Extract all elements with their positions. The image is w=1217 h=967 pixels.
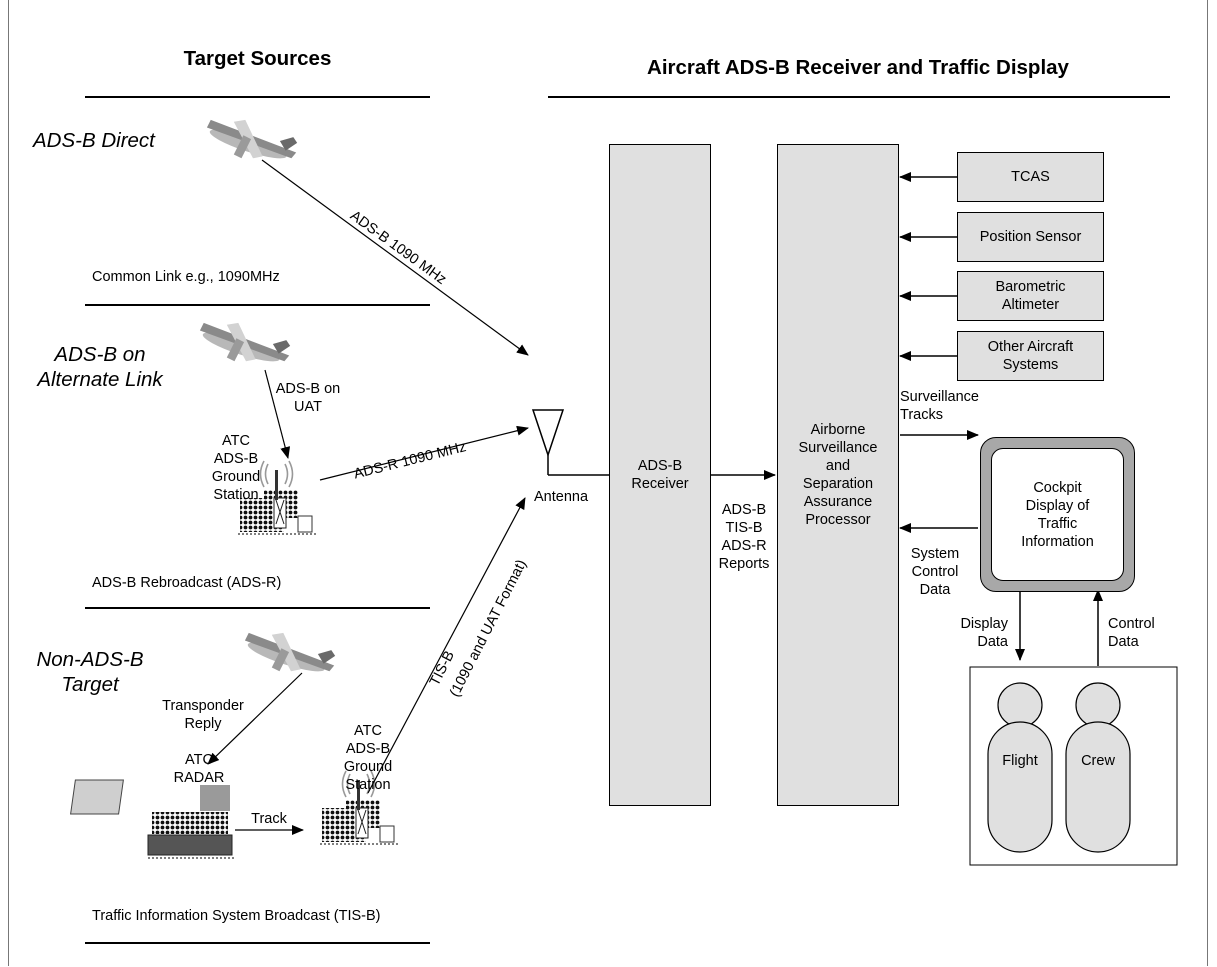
label-flight: Flight [1002, 753, 1038, 769]
processor-box: Airborne Surveillance and Separation Ass… [777, 144, 899, 806]
label-ground-station-2: ATC ADS-B Ground Station [343, 723, 393, 793]
category-adsb-alternate: ADS-B on Alternate Link [37, 343, 163, 391]
caption-common-link: Common Link e.g., 1090MHz [92, 269, 280, 285]
aircraft-icon-non-adsb [244, 632, 336, 677]
position-sensor-box: Position Sensor [957, 212, 1104, 262]
aircraft-icon-direct [206, 119, 298, 164]
section-separators [85, 304, 430, 944]
label-display-data: Display Data [960, 616, 1008, 650]
cockpit-display-screen: Cockpit Display of Traffic Information [991, 448, 1124, 581]
diagram-frame [8, 0, 1208, 966]
position-sensor-label: Position Sensor [979, 229, 1082, 245]
label-radar: ATC RADAR [173, 752, 225, 786]
cockpit-display-bezel: Cockpit Display of Traffic Information [980, 437, 1135, 592]
link-arrows [207, 159, 529, 835]
label-control-data: Control Data [1108, 616, 1155, 650]
cockpit-display-label: Cockpit Display of Traffic Information [1021, 479, 1094, 550]
tcas-box: TCAS [957, 152, 1104, 202]
aircraft-icon-alternate [199, 322, 291, 367]
antenna-icon [531, 409, 610, 476]
crew-group [969, 666, 1178, 866]
label-surveillance-tracks: Surveillance Tracks [900, 389, 979, 423]
label-adsb-on-uat: ADS-B on UAT [275, 381, 341, 415]
caption-tisb: Traffic Information System Broadcast (TI… [92, 908, 381, 924]
label-system-control-data: System Control Data [910, 546, 960, 598]
label-track: Track [251, 811, 287, 827]
barometric-altimeter-box: Barometric Altimeter [957, 271, 1104, 321]
label-crew: Crew [1081, 753, 1115, 769]
category-non-adsb: Non-ADS-B Target [36, 648, 144, 696]
adsb-receiver-box: ADS-B Receiver [609, 144, 711, 806]
label-transponder-reply: Transponder Reply [162, 698, 244, 732]
radar-icon [70, 779, 235, 859]
flow-arrows [710, 172, 1103, 666]
reports-label: ADS-B TIS-B ADS-R Reports [718, 502, 770, 572]
processor-label: Airborne Surveillance and Separation Ass… [798, 422, 878, 528]
category-adsb-direct: ADS-B Direct [33, 129, 155, 152]
receiver-display-title: Aircraft ADS-B Receiver and Traffic Disp… [647, 56, 1069, 79]
barometric-altimeter-label: Barometric Altimeter [995, 279, 1066, 313]
other-aircraft-systems-label: Other Aircraft Systems [987, 339, 1074, 373]
caption-rebroadcast: ADS-B Rebroadcast (ADS-R) [92, 575, 282, 591]
adsb-receiver-label: ADS-B Receiver [631, 458, 689, 492]
tcas-label: TCAS [1011, 169, 1050, 185]
label-ground-station-1: ATC ADS-B Ground Station [211, 433, 261, 503]
target-sources-title: Target Sources [183, 47, 332, 70]
antenna-label: Antenna [533, 489, 589, 505]
other-aircraft-systems-box: Other Aircraft Systems [957, 331, 1104, 381]
